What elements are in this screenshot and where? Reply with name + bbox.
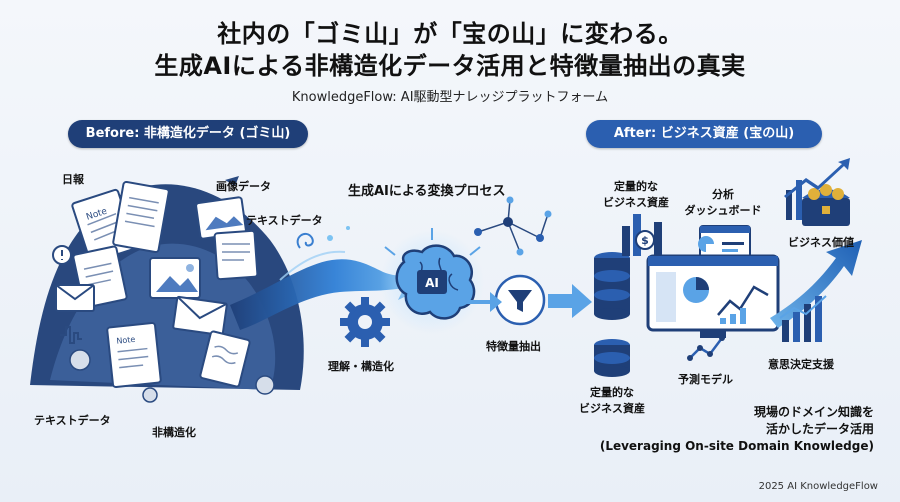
note-paper-icon-2 bbox=[106, 321, 162, 389]
label-dashboard-line1: 分析 bbox=[712, 188, 734, 201]
label-business-value: ビジネス価値 bbox=[788, 236, 854, 249]
bar-chart-icon bbox=[779, 295, 827, 342]
pencil-icon bbox=[225, 176, 239, 186]
label-quant-asset-bottom-line1: 定量的な bbox=[590, 386, 634, 399]
envelope-icon-2 bbox=[172, 295, 228, 337]
network-icon bbox=[474, 196, 552, 256]
ai-chip-label: AI bbox=[425, 276, 439, 290]
callout-line2: 活かしたデータ活用 bbox=[765, 422, 874, 436]
subtitle: KnowledgeFlow: AI駆動型ナレッジプラットフォーム bbox=[291, 90, 609, 105]
arrow-icon bbox=[465, 292, 502, 312]
growth-arrow-icon bbox=[770, 240, 862, 328]
title-line-1: 社内の「ゴミ山」が「宝の山」に変わる。 bbox=[217, 20, 683, 48]
gear-icon bbox=[340, 297, 390, 347]
arrow-right-icon bbox=[548, 284, 592, 318]
title-line-2: 生成AIによる非構造化データ活用と特徴量抽出の真実 bbox=[154, 52, 746, 80]
label-text-data-top: テキストデータ bbox=[246, 214, 323, 227]
label-quant-asset-top-line2: ビジネス資産 bbox=[603, 196, 669, 209]
label-daily-report: 日報 bbox=[62, 173, 84, 186]
swirl-icon bbox=[296, 232, 314, 249]
forecast-chart-icon bbox=[687, 335, 725, 361]
label-quant-asset-top-line1: 定量的な bbox=[614, 180, 658, 193]
crumpled-paper-icon-2 bbox=[255, 375, 275, 395]
label-unstructured: 非構造化 bbox=[152, 426, 196, 439]
finance-chart-icon: $ bbox=[622, 214, 662, 256]
before-badge: Before: 非構造化データ (ゴミ山) bbox=[68, 120, 308, 148]
label-text-data-bottom: テキストデータ bbox=[34, 414, 111, 427]
ai-chip bbox=[417, 270, 447, 294]
analytics-dashboard-icon bbox=[646, 254, 780, 338]
label-dashboard: 分析 ダッシュボード bbox=[676, 186, 770, 218]
handwritten-note-icon bbox=[199, 330, 251, 388]
treasure-chest-icon bbox=[784, 158, 850, 226]
svg-text:$: $ bbox=[641, 234, 649, 247]
label-feature-extraction: 特徴量抽出 bbox=[486, 340, 541, 353]
funnel-icon bbox=[494, 274, 546, 326]
callout-line1: 現場のドメイン知識を bbox=[753, 405, 874, 419]
label-decision-support: 意思決定支援 bbox=[768, 358, 834, 371]
ai-brain-icon: AI bbox=[380, 228, 484, 334]
label-image-data: 画像データ bbox=[216, 180, 271, 193]
footer-copyright: 2025 AI KnowledgeFlow bbox=[758, 481, 878, 492]
label-understand-structure: 理解・構造化 bbox=[328, 360, 394, 373]
database-icon-2 bbox=[594, 339, 630, 377]
label-dashboard-line2: ダッシュボード bbox=[684, 204, 762, 217]
process-heading: 生成AIによる変換プロセス bbox=[348, 184, 506, 199]
callout-line3: (Leveraging On-site Domain Knowledge) bbox=[599, 439, 874, 453]
label-forecast-model: 予測モデル bbox=[678, 373, 733, 386]
note-text-2: Note bbox=[116, 335, 136, 346]
database-icon bbox=[594, 252, 630, 320]
crumpled-paper-icon bbox=[69, 349, 91, 371]
after-badge: After: ビジネス資産 (宝の山) bbox=[586, 120, 822, 148]
crumpled-paper-icon-3 bbox=[142, 387, 158, 403]
label-quant-asset-bottom-line2: ビジネス資産 bbox=[579, 402, 645, 415]
domain-knowledge-callout: 現場のドメイン知識を 活かしたデータ活用 (Leveraging On-site… bbox=[600, 404, 874, 455]
text-file-icon bbox=[213, 229, 259, 281]
dashboard-panel-icon bbox=[698, 225, 751, 261]
label-quant-asset-bottom: 定量的な ビジネス資産 bbox=[570, 384, 654, 416]
document-pile: Note Note bbox=[30, 176, 304, 403]
label-quant-asset-top: 定量的な ビジネス資産 bbox=[594, 178, 678, 210]
audio-wave-icon bbox=[60, 326, 82, 344]
document-icon bbox=[112, 180, 170, 254]
